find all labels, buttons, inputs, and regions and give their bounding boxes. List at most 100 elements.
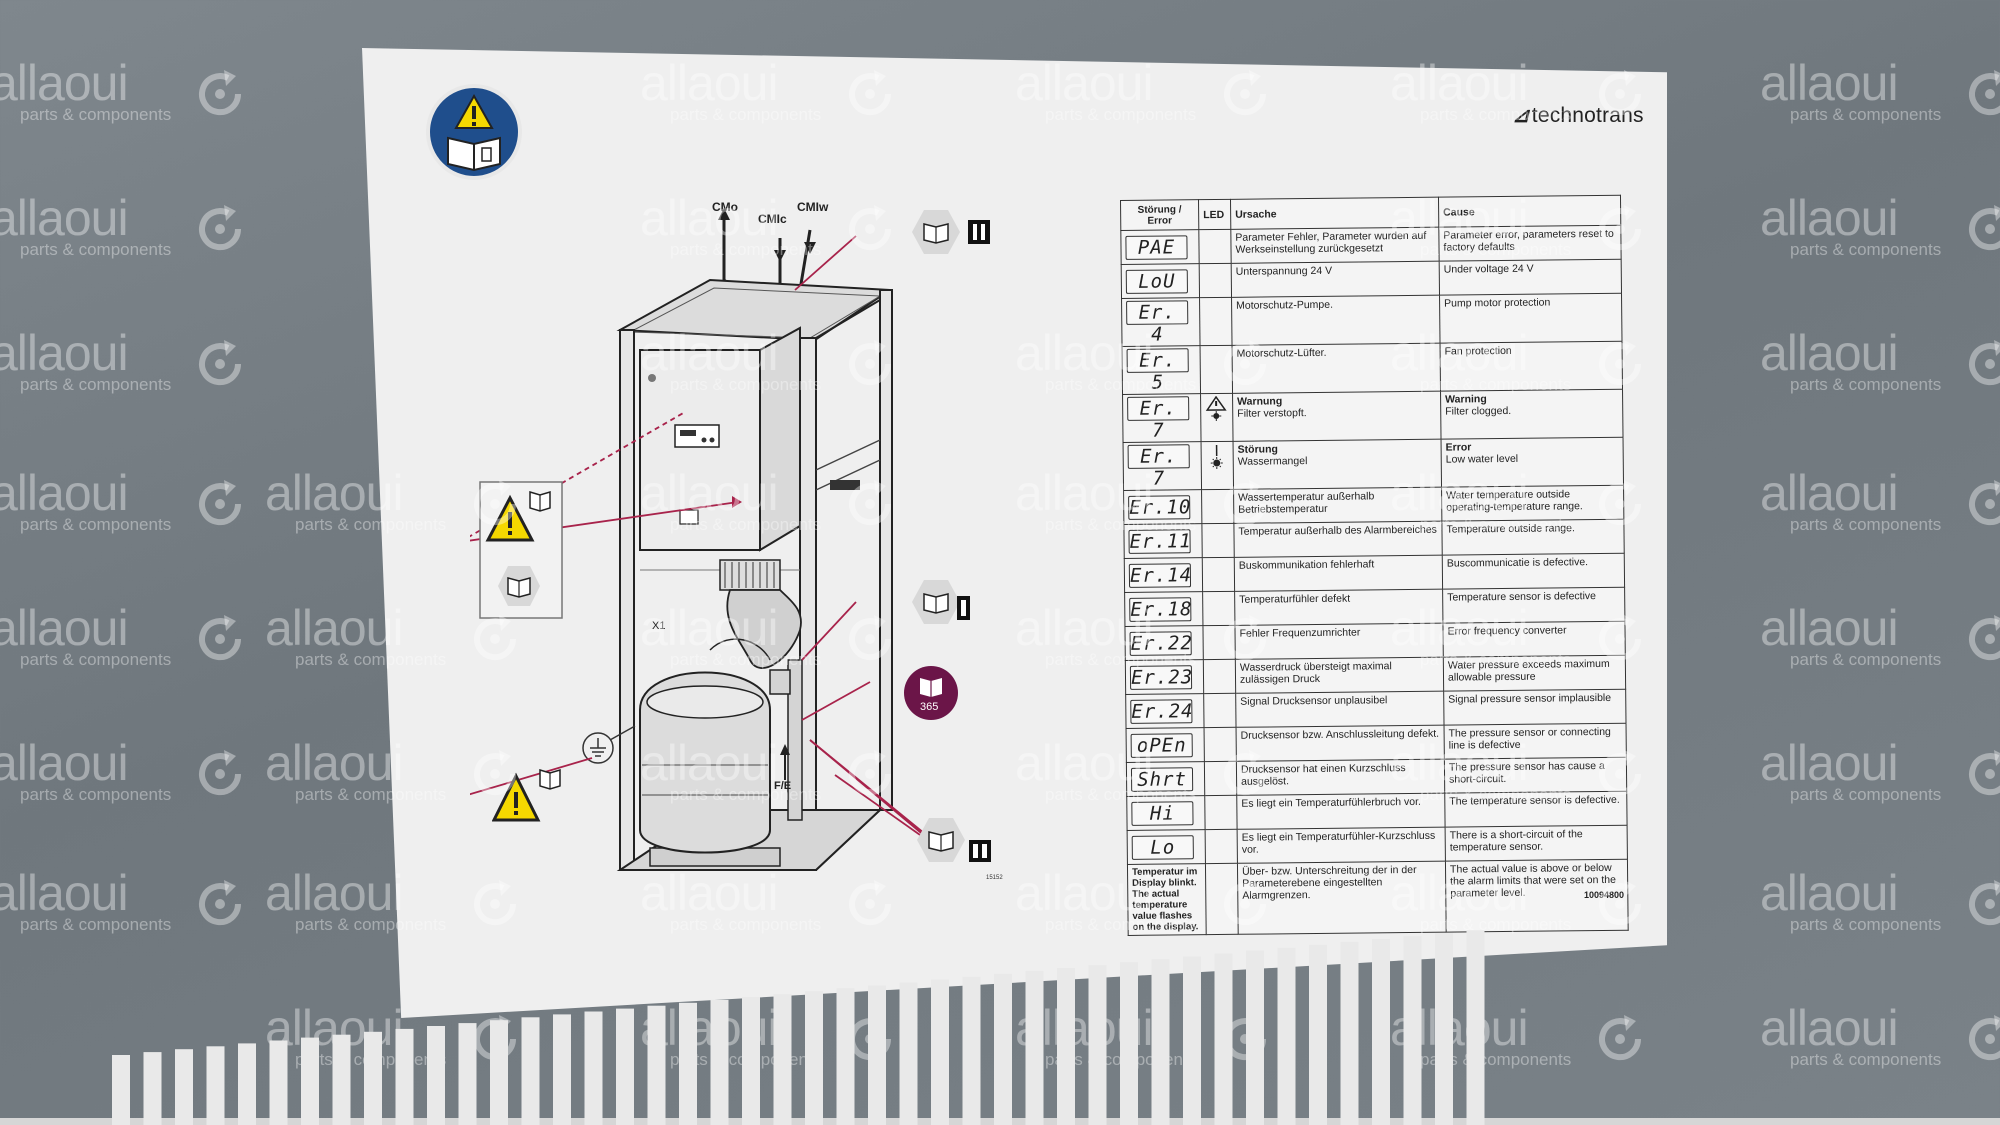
ursache-cell: Parameter Fehler, Parameter wurden auf W…: [1230, 227, 1440, 264]
led-cell: [1202, 557, 1235, 592]
ursache-cell: Unterspannung 24 V: [1231, 261, 1440, 298]
watermark-tagline: parts & components: [20, 650, 172, 669]
ursache-cell: Buskommunikation fehlerhaft: [1234, 555, 1443, 592]
grille-slat: [805, 991, 823, 1125]
cause-title: Error: [1445, 441, 1472, 454]
display-code: Er.23: [1129, 664, 1194, 690]
watermark-brand: allaoui: [1760, 600, 1899, 656]
grille-slat: [395, 1028, 414, 1125]
table-row: Er.23 Wasserdruck übersteigt maximal zulä…: [1125, 655, 1626, 695]
ursache-text: Parameter Fehler, Parameter wurden auf W…: [1235, 229, 1427, 256]
label-cmiw: CMIw: [797, 200, 829, 214]
grille-slat: [1057, 968, 1075, 1125]
ursache-cell: Fehler Frequenzumrichter: [1234, 623, 1444, 660]
label-cmic: CMIc: [758, 212, 787, 226]
grille-slat: [1340, 941, 1359, 1125]
led-warning-icon: [1205, 395, 1227, 425]
ursache-text: Es liegt ein Temperaturfühler-Kurzschlus…: [1241, 829, 1436, 856]
led-cell: [1201, 489, 1234, 524]
watermark-arrow-icon: [1969, 205, 2000, 251]
grille-slat: [1151, 959, 1170, 1125]
watermark-tagline: parts & components: [1790, 915, 1942, 934]
cause-text: Temperature outside range.: [1446, 522, 1575, 536]
led-cell: [1201, 523, 1235, 558]
grille-slat: [1214, 953, 1233, 1125]
led-cell: [1200, 393, 1234, 442]
grille-slat: [647, 1005, 666, 1125]
led-cell: [1199, 297, 1233, 346]
grille-slat: [1025, 970, 1044, 1125]
error-code-cell: Er.23: [1125, 659, 1204, 695]
watermark-arrow-icon: [199, 70, 242, 116]
led-cell: [1205, 829, 1238, 864]
ursache-cell: Wasserdruck übersteigt maximal zulässige…: [1235, 657, 1444, 694]
label-fe: F/E: [774, 780, 792, 792]
service-interval-icon: [904, 666, 958, 720]
cause-cell: Water temperature outside operating-temp…: [1441, 485, 1624, 522]
led-cell: [1203, 693, 1237, 728]
grille-slat: [269, 1040, 288, 1125]
brand-name: technotrans: [1531, 104, 1644, 127]
grille-slat: [1466, 930, 1485, 1125]
ursache-text: Filter verstopft.: [1237, 407, 1307, 420]
brand-mark: ⊿: [1512, 104, 1530, 127]
cause-text: The temperature sensor is defective.: [1449, 793, 1620, 808]
watermark-brand: allaoui: [0, 600, 129, 656]
error-code-cell: Er. 5: [1122, 345, 1201, 395]
watermark-tagline: parts & components: [1790, 1050, 1942, 1069]
watermark-arrow-icon: [474, 1015, 517, 1061]
cause-text: Low water level: [1445, 452, 1519, 466]
label-cmo: CMo: [712, 200, 738, 214]
ursache-text: Wasserdruck übersteigt maximal zulässige…: [1239, 660, 1392, 686]
cause-text: Parameter error, parameters reset to fac…: [1443, 227, 1614, 254]
watermark-brand: allaoui: [0, 190, 129, 246]
grille-slat: [458, 1023, 477, 1125]
watermark-arrow-icon: [199, 205, 242, 251]
cause-text: Filter clogged.: [1445, 404, 1512, 418]
watermark-arrow-icon: [199, 340, 242, 386]
cause-cell: The temperature sensor is defective.: [1444, 791, 1628, 828]
watermark-tagline: parts & components: [1790, 785, 1942, 804]
watermark-tagline: parts & components: [1790, 240, 1942, 259]
ursache-cell: Motorschutz-Lüfter.: [1232, 343, 1441, 394]
ursache-cell: Temperaturfühler defekt: [1234, 589, 1443, 626]
cause-text: The pressure sensor has cause a short-ci…: [1448, 759, 1605, 786]
grille-slat: [427, 1026, 445, 1125]
led-cell: [1200, 345, 1233, 394]
display-code: oPEn: [1130, 732, 1193, 758]
error-code-cell: Er.18: [1124, 591, 1203, 627]
watermark-brand: allaoui: [1760, 55, 1899, 111]
grille-slat: [962, 976, 981, 1125]
ursache-cell: Signal Drucksensor unplausibel: [1235, 691, 1445, 728]
watermark-tagline: parts & components: [20, 915, 172, 934]
watermark-arrow-icon: [849, 1015, 892, 1061]
ursache-text: Signal Drucksensor unplausibel: [1240, 694, 1388, 708]
watermark-tagline: parts & components: [20, 785, 172, 804]
watermark-tagline: parts & components: [1790, 515, 1942, 534]
warning-ground-icon: [492, 768, 561, 822]
cause-text: The pressure sensor or connecting line i…: [1448, 725, 1611, 752]
watermark-arrow-icon: [1969, 880, 2000, 926]
manual-hex-top: [912, 210, 990, 254]
watermark-brand: allaoui: [0, 735, 129, 791]
watermark-arrow-icon: [1599, 1015, 1642, 1061]
grille-slat: [836, 988, 855, 1125]
watermark-brand: allaoui: [1760, 465, 1899, 521]
watermark-tagline: parts & components: [1420, 1050, 1572, 1069]
cause-cell: The pressure sensor or connecting line i…: [1444, 723, 1627, 760]
error-code-cell: Hi: [1126, 795, 1206, 831]
watermark-arrow-icon: [199, 480, 242, 526]
brand-logo: ⊿technotrans: [1512, 103, 1644, 128]
table-row-temperature-flash: Temperatur im Display blinkt. The actual…: [1127, 859, 1629, 936]
watermark-brand: allaoui: [1390, 1000, 1529, 1056]
